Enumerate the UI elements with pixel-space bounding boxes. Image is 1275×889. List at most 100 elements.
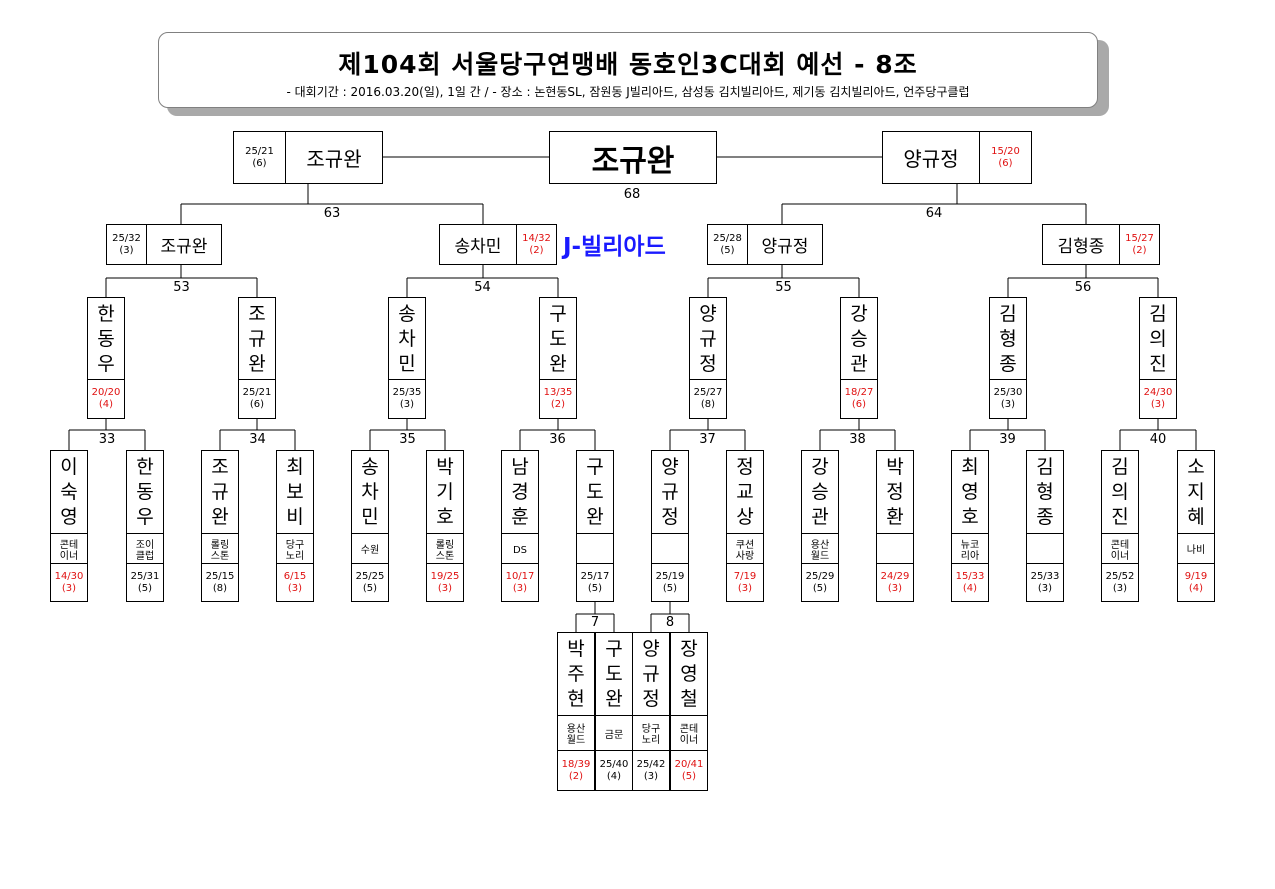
score-value: 6/15 [283, 570, 307, 582]
name-char: 한 [97, 302, 115, 325]
name-char: 김 [1036, 455, 1054, 478]
player-score: 25/19(5) [652, 563, 688, 601]
name-char: 진 [1111, 505, 1129, 528]
name-char: 환 [886, 505, 904, 528]
player-club [652, 533, 688, 567]
player-club: 금문 [596, 715, 632, 754]
score-rank: (6) [851, 399, 867, 410]
score-rank: (4) [98, 399, 114, 410]
name-char: 구 [586, 455, 604, 478]
score-rank: (3) [643, 770, 659, 782]
name-char: 상 [736, 505, 754, 528]
name-char: 규 [211, 480, 229, 503]
name-char: 민 [361, 505, 379, 528]
score-value: 25/31 [130, 570, 160, 582]
score-value: 25/27 [693, 387, 723, 398]
player-name: 조규완 [306, 147, 362, 171]
player-score: 25/33(3) [1027, 563, 1063, 601]
name-char: 숙 [60, 480, 78, 503]
score-value: 25/32 [112, 232, 141, 244]
name-char: 진 [1149, 352, 1167, 375]
name-char: 송 [398, 302, 416, 325]
player-score: 19/25(3) [427, 563, 463, 601]
club-name-line: 노리 [641, 735, 661, 746]
name-char: 구 [605, 637, 623, 660]
score-value: 15/27 [1125, 232, 1154, 244]
score-value: 24/29 [880, 570, 910, 582]
score-value: 19/25 [430, 570, 460, 582]
name-char: 우 [97, 352, 115, 375]
match-number: 37 [699, 432, 716, 447]
match-number: 7 [590, 615, 600, 630]
name-char: 정 [661, 505, 679, 528]
player-score: 18/27(6) [841, 379, 877, 418]
score-value: 25/25 [355, 570, 385, 582]
score-rank: (6) [998, 157, 1013, 169]
match-number: 53 [173, 280, 190, 295]
name-char: 동 [136, 480, 154, 503]
score-rank: (3) [737, 582, 753, 594]
score-value: 10/17 [505, 570, 535, 582]
name-char: 완 [586, 505, 604, 528]
player-score: 24/30(3) [1140, 379, 1176, 418]
name-char: 김 [1149, 302, 1167, 325]
player-box: 25/21(6)조규완 [233, 131, 383, 184]
name-char: 박 [436, 455, 454, 478]
player-score: 25/35(3) [389, 379, 425, 418]
club-name-line: 이너 [679, 735, 699, 746]
name-char: 강 [850, 302, 868, 325]
player-club [877, 533, 913, 567]
player-score: 24/29(3) [877, 563, 913, 601]
score-rank: (8) [700, 399, 716, 410]
club-name-line: 조이 [135, 539, 155, 551]
player-score: 25/28(5) [708, 225, 748, 264]
venue-label: J-빌리아드 [563, 234, 666, 260]
score-value: 15/33 [955, 570, 985, 582]
score-rank: (2) [568, 770, 584, 782]
club-name-line: 월드 [810, 550, 830, 562]
match-number: 54 [474, 280, 491, 295]
name-char: 보 [286, 480, 304, 503]
club-name-line: 용산 [810, 539, 830, 551]
match-number: 34 [249, 432, 266, 447]
score-value: 18/39 [561, 758, 591, 770]
club-name-line: 용산 [566, 724, 586, 735]
name-char: 호 [436, 505, 454, 528]
player-score: 7/19(3) [727, 563, 763, 601]
score-rank: (5) [137, 582, 153, 594]
match-number: 55 [775, 280, 792, 295]
player-score: 15/27(2) [1119, 225, 1159, 264]
player-score: 6/15(3) [277, 563, 313, 601]
club-name-line: 이너 [1110, 550, 1130, 562]
score-rank: (5) [362, 582, 378, 594]
player-score: 25/52(3) [1102, 563, 1138, 601]
score-rank: (8) [212, 582, 228, 594]
score-rank: (3) [61, 582, 77, 594]
score-rank: (5) [720, 244, 735, 256]
player-score: 25/15(8) [202, 563, 238, 601]
score-rank: (5) [587, 582, 603, 594]
name-char: 동 [97, 327, 115, 350]
